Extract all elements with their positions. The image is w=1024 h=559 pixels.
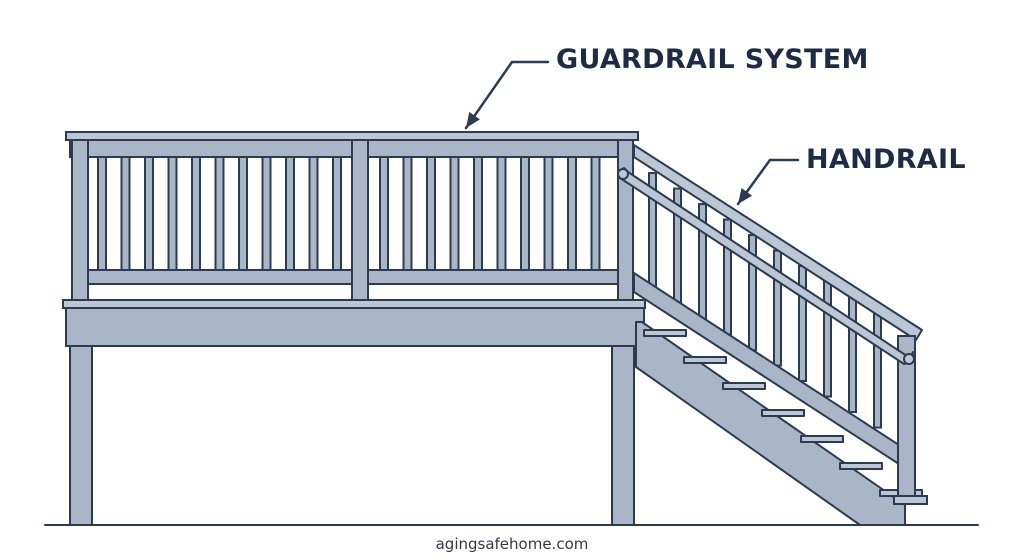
railing-post-left xyxy=(71,139,89,301)
railing-post-middle xyxy=(351,139,369,301)
baluster xyxy=(496,155,507,273)
baluster xyxy=(97,155,107,273)
top-rail xyxy=(69,139,621,158)
baluster xyxy=(120,155,131,273)
stair-structure xyxy=(617,144,928,526)
stair-baluster xyxy=(848,296,857,414)
deck-beam xyxy=(65,307,645,347)
stair-baluster xyxy=(823,280,832,398)
baluster xyxy=(520,155,530,273)
support-post-right xyxy=(611,344,635,526)
baluster xyxy=(543,155,554,273)
handrail-arrow-head xyxy=(738,188,753,204)
decking-surface xyxy=(62,299,646,309)
stair-tread xyxy=(643,329,687,337)
guardrail-system-label: GUARDRAIL SYSTEM xyxy=(556,44,869,75)
railing-post-right xyxy=(617,139,634,301)
callout-arrows xyxy=(464,60,800,206)
stair-tread xyxy=(839,462,883,470)
baluster xyxy=(238,155,248,273)
stair-tread xyxy=(800,435,844,443)
baluster xyxy=(379,155,389,273)
baluster xyxy=(144,155,154,273)
handrail-label: HANDRAIL xyxy=(806,144,966,175)
stair-baluster xyxy=(873,311,882,429)
baluster xyxy=(402,155,413,273)
baluster xyxy=(308,155,319,273)
baluster xyxy=(567,155,577,273)
handrail-end-cap xyxy=(617,168,629,180)
baluster xyxy=(449,155,460,273)
baluster xyxy=(191,155,201,273)
newel-post-base xyxy=(893,495,928,505)
stair-tread xyxy=(761,409,805,417)
deck-structure xyxy=(44,131,979,526)
baluster xyxy=(473,155,483,273)
baluster xyxy=(332,155,342,273)
baluster xyxy=(590,155,601,273)
baluster xyxy=(167,155,178,273)
support-post-left xyxy=(69,344,93,526)
stair-tread xyxy=(683,356,727,364)
handrail-end-cap xyxy=(903,353,915,365)
stair-stringer xyxy=(635,321,906,526)
stair-tread xyxy=(722,382,766,390)
baluster xyxy=(285,155,295,273)
stair-baluster xyxy=(798,265,807,383)
baluster xyxy=(426,155,436,273)
handrail-arrow xyxy=(736,158,800,206)
website-footer: agingsafehome.com xyxy=(435,535,589,553)
guardrail-arrow-head xyxy=(466,111,480,128)
guardrail-arrow xyxy=(464,60,550,130)
baluster xyxy=(261,155,272,273)
baluster xyxy=(214,155,225,273)
rail-cap xyxy=(65,131,639,141)
